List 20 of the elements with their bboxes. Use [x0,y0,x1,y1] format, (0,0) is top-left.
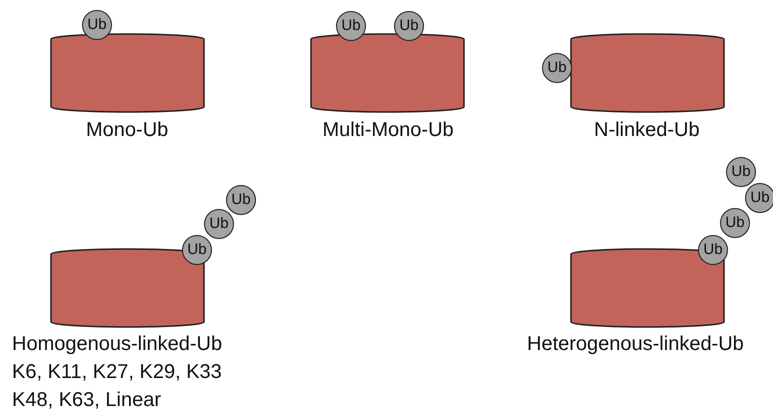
ubiquitin-circle: Ub [82,10,112,40]
ubiquitin-circle: Ub [698,235,728,265]
ubiquitin-circle: Ub [720,208,750,238]
cylinder-shape [570,33,725,113]
caption-text: Mono-Ub [86,118,168,143]
cylinder-shape [50,33,205,113]
ubiquitin-circle: Ub [726,157,756,187]
caption-text: K6, K11, K27, K29, K33 K48, K63, Linear [12,360,223,413]
ubiquitin-circle: Ub [182,235,212,265]
caption-text: Multi-Mono-Ub [322,118,454,143]
cylinder-shape [310,33,465,113]
caption-text: Heterogenous-linked-Ub [527,332,744,357]
ubiquitin-circle: Ub [204,209,234,239]
ubiquitin-circle: Ub [226,185,256,215]
ubiquitin-circle: Ub [745,183,773,213]
ubiquitin-circle: Ub [394,11,424,41]
caption-text: Homogenous-linked-Ub [12,332,222,357]
caption-text: N-linked-Ub [594,118,700,143]
ubiquitin-circle: Ub [336,11,366,41]
ubiquitin-circle: Ub [542,53,572,83]
